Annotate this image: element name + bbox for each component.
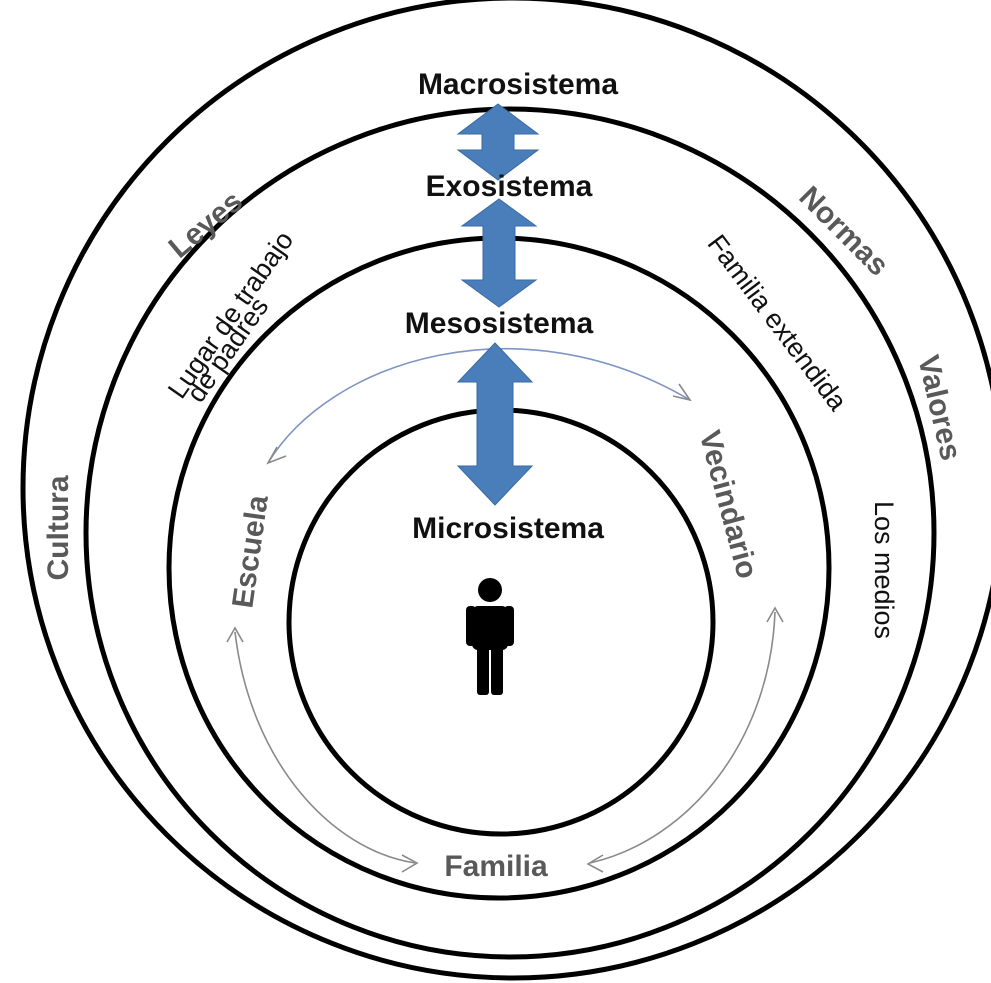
arrowhead-vecindario-bottom — [766, 606, 784, 623]
arrowhead-familia-left — [401, 854, 419, 873]
mesosistema-label: Mesosistema — [405, 307, 594, 340]
macrosystem-ring — [20, 0, 991, 981]
los-medios-label: Los medios — [869, 501, 899, 639]
macrosistema-label: Macrosistema — [418, 68, 618, 101]
microsistema-label: Microsistema — [412, 512, 604, 545]
connector-escuela-familia — [234, 631, 416, 864]
macro-exo-double-arrow — [456, 103, 540, 181]
arrowhead-familia-right — [586, 854, 604, 873]
cultura-label: Cultura — [42, 475, 75, 580]
arrowhead-escuela-bottom — [226, 626, 244, 643]
arrowhead-vecindario-top — [672, 383, 692, 402]
exosystem-ring — [83, 106, 937, 960]
meso-micro-double-arrow — [456, 342, 534, 506]
connector-escuela-vecindario — [267, 348, 691, 464]
exosistema-label: Exosistema — [426, 170, 593, 203]
valores-label: Valores — [911, 352, 967, 463]
arrowhead-escuela-top — [266, 446, 287, 465]
person-icon — [466, 578, 514, 695]
exo-meso-double-arrow — [460, 198, 538, 308]
leyes-label: Leyes — [163, 185, 249, 265]
familia-label: Familia — [444, 850, 548, 883]
escuela-label: Escuela — [226, 493, 275, 610]
connector-vecindario-familia — [589, 611, 776, 864]
